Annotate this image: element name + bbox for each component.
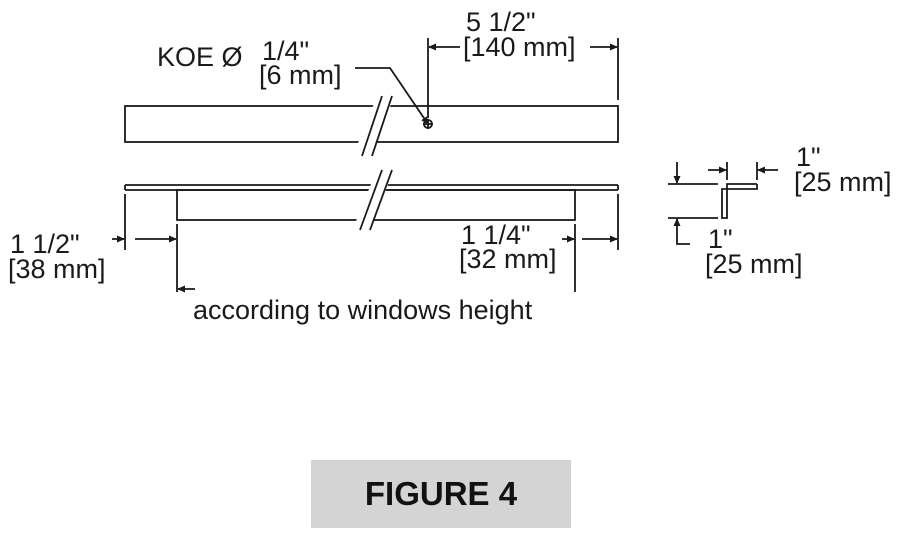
left-extension-metric-label: [38 mm] <box>8 254 106 284</box>
knockout-metric-label: [6 mm] <box>259 60 342 90</box>
hole-offset-imperial-label: 5 1/2" <box>466 7 536 37</box>
right-extension-metric-label: [32 mm] <box>459 244 557 274</box>
flange-width-metric-label: [25 mm] <box>794 167 892 197</box>
right-extension-imperial-label: 1 1/4" <box>461 220 531 250</box>
left-extension-imperial-label: 1 1/2" <box>10 229 80 259</box>
break-symbol-side <box>355 167 393 231</box>
flange-height-imperial-label: 1" <box>708 224 733 254</box>
figure-caption-box: FIGURE 4 <box>311 460 571 528</box>
hole-offset-metric-label: [140 mm] <box>463 32 576 62</box>
flange-height-arrow-bottom <box>673 218 690 245</box>
flange-width-imperial-label: 1" <box>796 142 821 172</box>
knockout-prefix-label: KOE Ø <box>157 42 243 72</box>
flange-height-metric-label: [25 mm] <box>705 249 803 279</box>
break-symbol-top <box>355 95 393 157</box>
length-label: according to windows height <box>193 295 533 325</box>
knockout-imperial-label: 1/4" <box>262 36 310 66</box>
figure-caption: FIGURE 4 <box>364 475 518 512</box>
knockout-leader <box>355 67 429 125</box>
angle-profile <box>721 183 758 219</box>
